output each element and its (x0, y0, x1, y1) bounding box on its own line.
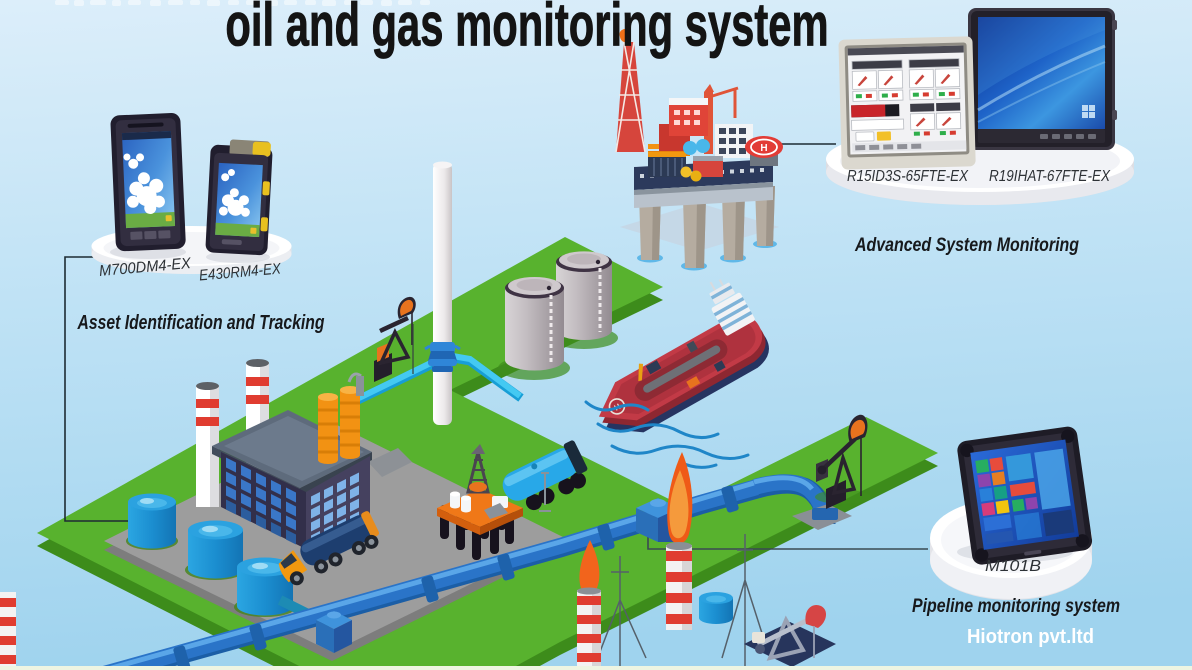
svg-text:H: H (760, 143, 767, 154)
svg-text:Advanced System Monitoring: Advanced System Monitoring (854, 234, 1079, 256)
svg-text:Hiotron pvt.ltd: Hiotron pvt.ltd (967, 626, 1094, 648)
svg-text:Pipeline monitoring system: Pipeline monitoring system (912, 595, 1120, 617)
svg-text:M101B: M101B (985, 558, 1041, 575)
svg-text:R19IHAT-67FTE-EX: R19IHAT-67FTE-EX (989, 168, 1111, 185)
svg-text:oil and gas monitoring system: oil and gas monitoring system (225, 0, 828, 59)
svg-text:Asset Identification and Track: Asset Identification and Tracking (77, 312, 325, 334)
svg-text:R15ID3S-65FTE-EX: R15ID3S-65FTE-EX (847, 168, 969, 185)
